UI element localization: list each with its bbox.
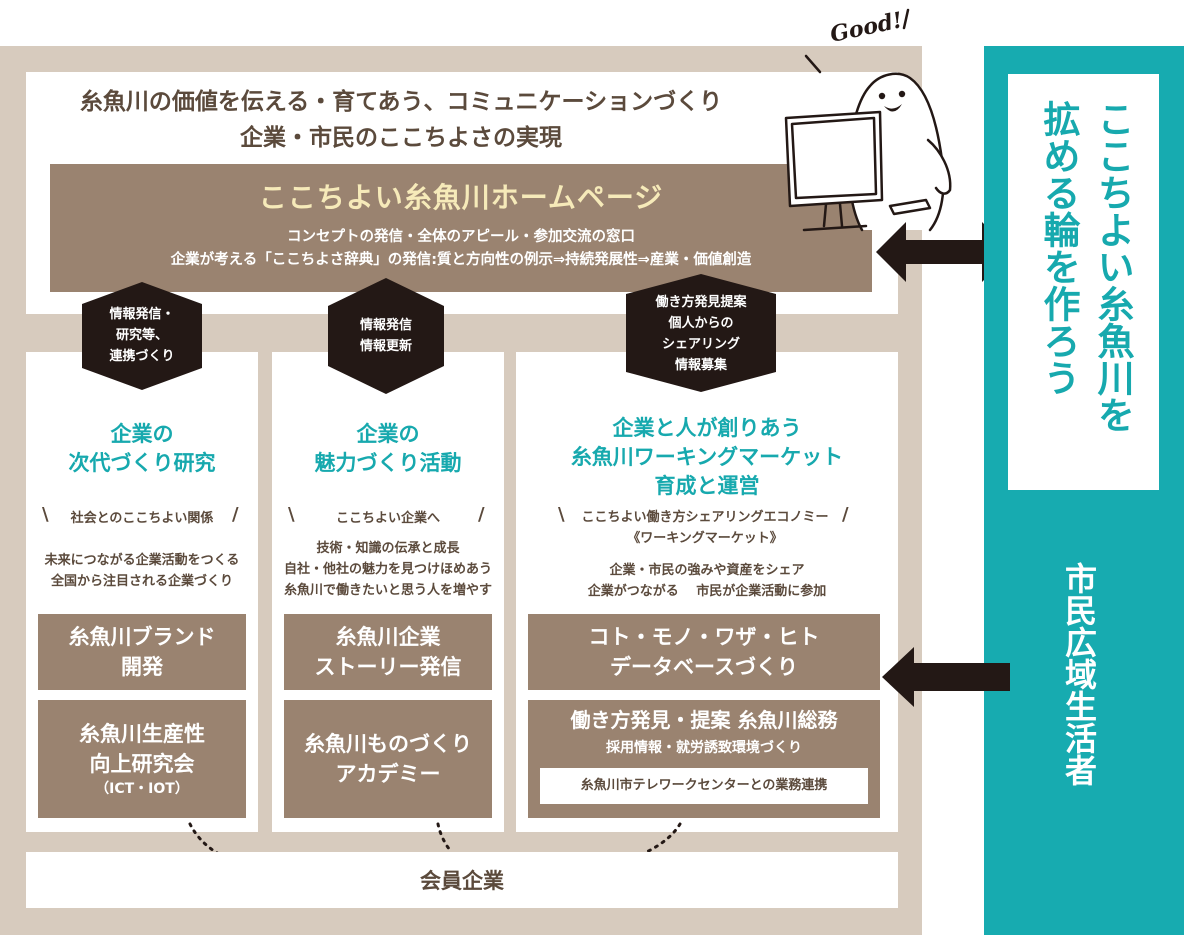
arrow-1-line-2: 研究等、 bbox=[115, 328, 168, 343]
column-3-tagline-1: ここちよい働き方シェアリングエコノミー bbox=[581, 510, 829, 525]
arrow-2-line-2: 情報更新 bbox=[359, 339, 412, 354]
column-3-title-line-1: 企業と人が創りあう bbox=[612, 416, 802, 440]
arrow-1-line-1: 情報発信・ bbox=[109, 307, 175, 322]
column-1-description: 未来につながる企業活動をつくる 全国から注目される企業づくり bbox=[26, 550, 258, 592]
column-2-box-1-line-1: 糸魚川企業 bbox=[335, 625, 441, 649]
penguin-beak bbox=[884, 104, 902, 112]
member-companies-box: 会員企業 bbox=[26, 852, 898, 908]
column-1-slash-left: \ bbox=[42, 504, 49, 525]
column-2-box-1-line-2: ストーリー発信 bbox=[314, 655, 462, 679]
good-mark-right bbox=[902, 8, 910, 30]
arrow-label-2: 情報発信 情報更新 bbox=[328, 315, 444, 357]
column-3-title: 企業と人が創りあう 糸魚川ワーキングマーケット 育成と運営 bbox=[516, 414, 898, 501]
column-3-slash-left: \ bbox=[558, 504, 565, 525]
arrow-column-2 bbox=[328, 278, 444, 394]
column-2-slash-right: / bbox=[478, 504, 485, 525]
header-line-2: 企業・市民のここちよさの実現 bbox=[240, 125, 562, 151]
column-1-tagline: 社会とのここちよい関係 bbox=[70, 511, 214, 526]
slogan-column-1: ここちよい糸魚川を bbox=[1091, 100, 1134, 433]
column-2-description: 技術・知識の伝承と成長 自社・他社の魅力を見つけほめあう 糸魚川で働きたいと思う… bbox=[272, 538, 504, 601]
penguin-eye-right bbox=[898, 90, 906, 98]
column-2-desc-1: 技術・知識の伝承と成長 bbox=[316, 541, 460, 556]
column-3-desc-1: 企業・市民の強みや資産をシェア bbox=[609, 563, 805, 578]
arrow-citizens-to-database bbox=[882, 647, 1010, 707]
column-3-box-2-inner: 糸魚川市テレワークセンターとの業務連携 bbox=[540, 768, 868, 804]
column-1-desc-2: 全国から注目される企業づくり bbox=[50, 574, 233, 589]
column-1-desc-1: 未来につながる企業活動をつくる bbox=[44, 553, 240, 568]
column-1-slash-right: / bbox=[232, 504, 239, 525]
column-2-box-2: 糸魚川ものづくり アカデミー bbox=[284, 700, 492, 818]
column-1-box-2: 糸魚川生産性 向上研究会 （ICT・IOT） bbox=[38, 700, 246, 818]
monitor-base bbox=[802, 224, 868, 232]
column-3-description: 企業・市民の強みや資産をシェア 企業がつながる 市民が企業活動に参加 bbox=[516, 560, 898, 602]
arrow-label-3: 働き方発見提案 個人からの シェアリング 情報募集 bbox=[626, 292, 776, 376]
column-3-box-2-title: 働き方発見・提案 糸魚川総務 bbox=[570, 708, 838, 732]
column-2-title-line-2: 魅力づくり活動 bbox=[314, 451, 462, 475]
column-3-slash-right: / bbox=[842, 504, 849, 525]
monitor-inner bbox=[790, 116, 878, 200]
homepage-desc-1: コンセプトの発信・全体のアピール・参加交流の窓口 bbox=[287, 229, 635, 245]
column-2-slash-left: \ bbox=[288, 504, 295, 525]
penguin-eye-left bbox=[878, 92, 886, 100]
header-title: 糸魚川の価値を伝える・育てあう、コミュニケーションづくり 企業・市民のここちよさ… bbox=[26, 84, 776, 156]
column-2-box-2-line-2: アカデミー bbox=[335, 762, 441, 786]
column-2-desc-3: 糸魚川で働きたいと思う人を増やす bbox=[283, 583, 492, 598]
column-2-title-line-1: 企業の bbox=[356, 422, 420, 446]
column-2-box-2-line-1: 糸魚川ものづくり bbox=[304, 732, 472, 756]
column-2-title: 企業の 魅力づくり活動 bbox=[272, 420, 504, 478]
citizens-label: 市民広域生活者 bbox=[1060, 562, 1098, 786]
arrow-3-line-2: 個人からの bbox=[668, 316, 734, 331]
arrow-3-line-4: 情報募集 bbox=[674, 358, 727, 373]
column-3-desc-2: 企業がつながる 市民が企業活動に参加 bbox=[587, 584, 827, 599]
column-1-box-2-note: （ICT・IOT） bbox=[95, 781, 189, 797]
column-3-box-1-line-1: コト・モノ・ワザ・ヒト bbox=[588, 625, 820, 649]
penguin-flipper bbox=[926, 138, 952, 195]
column-1-title-line-2: 次代づくり研究 bbox=[68, 451, 216, 475]
column-3-tagline: ここちよい働き方シェアリングエコノミー 《ワーキングマーケット》 bbox=[540, 507, 870, 549]
column-3-tagline-2: 《ワーキングマーケット》 bbox=[627, 531, 783, 546]
column-1-box-1: 糸魚川ブランド 開発 bbox=[38, 614, 246, 690]
column-1-box-1-line-1: 糸魚川ブランド bbox=[68, 625, 216, 649]
double-arrow-homepage-to-citizens bbox=[876, 222, 1012, 282]
column-3-title-line-3: 育成と運営 bbox=[654, 474, 760, 498]
column-1-box-2-line-2: 向上研究会 bbox=[89, 752, 195, 776]
homepage-box: ここちよい糸魚川ホームページ コンセプトの発信・全体のアピール・参加交流の窓口 … bbox=[50, 164, 872, 292]
column-2-desc-2: 自社・他社の魅力を見つけほめあう bbox=[283, 562, 492, 577]
column-2-box-1: 糸魚川企業 ストーリー発信 bbox=[284, 614, 492, 690]
good-text: Good! bbox=[828, 7, 905, 48]
arrow-label-1: 情報発信・ 研究等、 連携づくり bbox=[82, 304, 202, 367]
dotted-connector-2 bbox=[436, 822, 452, 852]
arrow-3-line-1: 働き方発見提案 bbox=[655, 295, 747, 310]
column-3-box-2: 働き方発見・提案 糸魚川総務 採用情報・就労誘致環境づくり 糸魚川市テレワークセ… bbox=[528, 700, 880, 818]
column-3-box-2-sub: 採用情報・就労誘致環境づくり bbox=[606, 740, 802, 756]
good-mark-left bbox=[804, 54, 822, 74]
column-1-title-line-1: 企業の bbox=[110, 422, 174, 446]
column-3-box-1: コト・モノ・ワザ・ヒト データベースづくり bbox=[528, 614, 880, 690]
homepage-desc-2: 企業が考える「ここちよさ辞典」の発信:質と方向性の例示⇒持続発展性⇒産業・価値創… bbox=[170, 252, 752, 268]
slogan-column-2: 拡める輪を作ろう bbox=[1037, 100, 1080, 396]
column-3-box-1-line-2: データベースづくり bbox=[610, 655, 798, 679]
monitor-stand bbox=[822, 202, 844, 228]
header-line-1: 糸魚川の価値を伝える・育てあう、コミュニケーションづくり bbox=[79, 89, 723, 115]
column-3-title-line-2: 糸魚川ワーキングマーケット bbox=[570, 445, 844, 469]
arrow-column-3 bbox=[626, 274, 776, 392]
column-1-box-1-line-2: 開発 bbox=[121, 655, 163, 679]
column-1-box-2-line-1: 糸魚川生産性 bbox=[79, 722, 205, 746]
arrow-column-1 bbox=[82, 282, 202, 390]
homepage-description: コンセプトの発信・全体のアピール・参加交流の窓口 企業が考える「ここちよさ辞典」… bbox=[50, 226, 872, 272]
arrow-3-line-3: シェアリング bbox=[661, 337, 740, 352]
penguin-computer-illustration: Good! bbox=[784, 7, 952, 232]
column-1-title: 企業の 次代づくり研究 bbox=[26, 420, 258, 478]
arrow-1-line-3: 連携づくり bbox=[109, 349, 175, 364]
arrow-2-line-1: 情報発信 bbox=[359, 318, 412, 333]
keyboard bbox=[888, 198, 932, 216]
homepage-title: ここちよい糸魚川ホームページ bbox=[258, 181, 664, 214]
slogan-box: ここちよい糸魚川を 拡める輪を作ろう bbox=[1008, 74, 1159, 490]
member-companies-label: 会員企業 bbox=[420, 869, 504, 893]
column-2-tagline: ここちよい企業へ bbox=[335, 511, 440, 526]
